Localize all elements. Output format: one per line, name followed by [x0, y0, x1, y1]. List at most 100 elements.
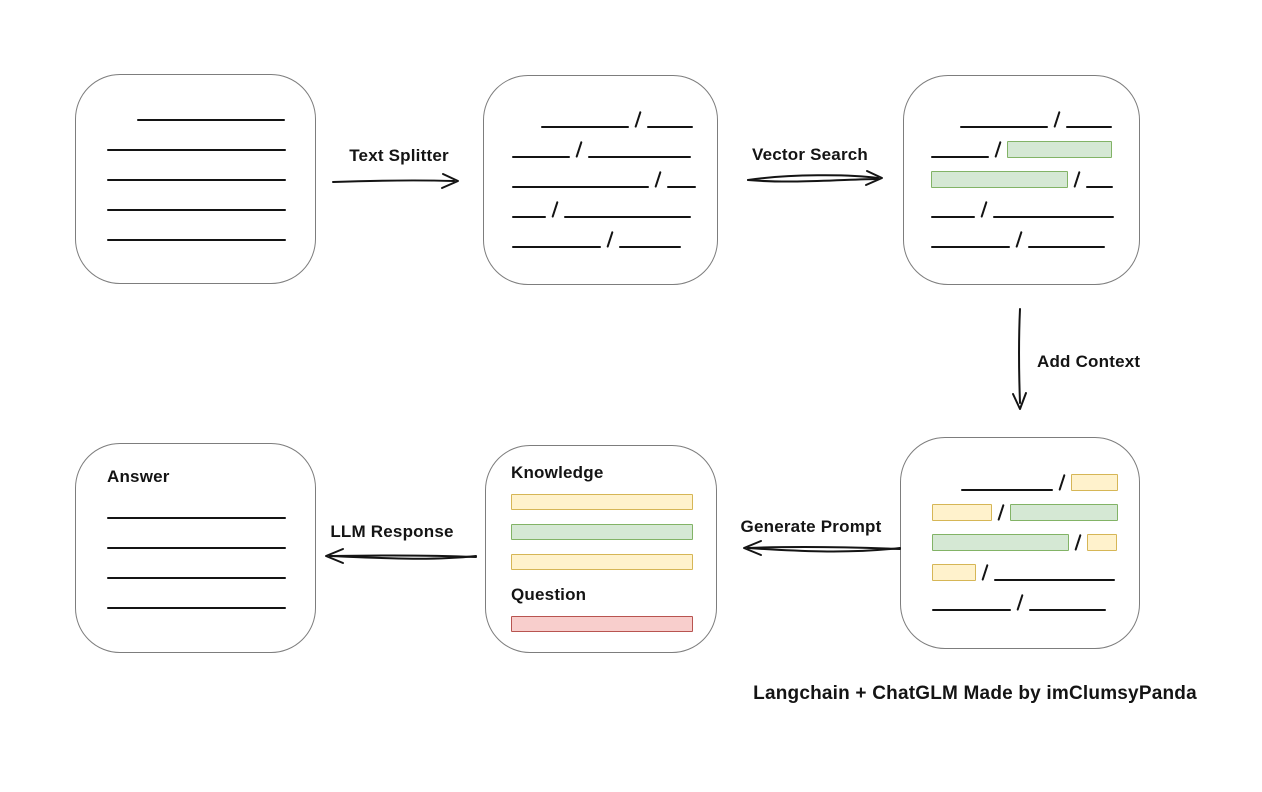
text-line	[619, 246, 682, 248]
doc-row	[107, 133, 315, 151]
slash-separator	[981, 564, 989, 581]
doc-row	[960, 110, 1139, 128]
question-bars	[511, 616, 716, 632]
slash-separator	[997, 504, 1005, 521]
red-bar	[511, 616, 693, 632]
doc-row	[932, 533, 1139, 551]
text-line	[931, 156, 989, 158]
knowledge-heading: Knowledge	[511, 463, 604, 482]
yellow-bar	[511, 554, 693, 570]
slash-separator	[1015, 231, 1023, 248]
green-highlight-chip	[931, 171, 1068, 188]
text-line	[107, 607, 286, 609]
question-heading: Question	[511, 585, 587, 604]
doc-row	[512, 200, 717, 218]
doc-row	[107, 531, 315, 549]
prompt-box: Knowledge Question	[485, 445, 717, 653]
doc-row	[932, 593, 1139, 611]
text-line	[961, 489, 1053, 491]
text-line	[932, 609, 1011, 611]
text-line	[993, 216, 1115, 218]
slash-separator	[575, 141, 583, 158]
split-text-box	[483, 75, 718, 285]
text-line	[512, 156, 570, 158]
text-line	[564, 216, 692, 218]
text-line	[994, 579, 1116, 581]
doc-row	[107, 561, 315, 579]
text-line	[107, 577, 286, 579]
green-highlight-chip	[1007, 141, 1113, 158]
doc-row	[107, 163, 315, 181]
text-line	[137, 119, 285, 121]
slash-separator	[551, 201, 559, 218]
generate-prompt-arrow-icon	[743, 540, 901, 556]
vector-search-label: Vector Search	[752, 145, 868, 164]
text-splitter-arrow-icon	[332, 173, 459, 189]
knowledge-bars	[511, 494, 716, 570]
yellow-highlight-chip	[1071, 474, 1119, 491]
slash-separator	[994, 141, 1002, 158]
text-splitter-label: Text Splitter	[349, 146, 449, 165]
doc-row	[931, 230, 1139, 248]
source-document-box	[75, 74, 316, 284]
text-line	[1066, 126, 1113, 128]
doc-row	[107, 193, 315, 211]
green-bar	[511, 524, 693, 540]
context-lines	[932, 473, 1139, 611]
text-line	[107, 209, 286, 211]
text-line	[588, 156, 692, 158]
context-chunks-box	[900, 437, 1140, 649]
text-line	[1028, 246, 1106, 248]
doc-row	[107, 591, 315, 609]
text-line	[107, 179, 286, 181]
answer-lines	[107, 501, 315, 609]
slash-separator	[1073, 171, 1081, 188]
text-line	[1086, 186, 1114, 188]
vector-result-lines	[931, 110, 1139, 248]
green-highlight-chip	[932, 534, 1069, 551]
answer-heading: Answer	[107, 467, 170, 486]
doc-row	[107, 223, 315, 241]
llm-response-label: LLM Response	[330, 522, 454, 541]
slash-separator	[606, 231, 614, 248]
doc-row	[931, 170, 1139, 188]
text-line	[107, 517, 286, 519]
generate-prompt-label: Generate Prompt	[740, 517, 882, 536]
slash-separator	[980, 201, 988, 218]
slash-separator	[1053, 111, 1061, 128]
doc-row	[107, 501, 315, 519]
split-text-lines	[512, 110, 717, 248]
credit-caption: Langchain + ChatGLM Made by imClumsyPand…	[753, 683, 1197, 704]
green-highlight-chip	[1010, 504, 1119, 521]
answer-box: Answer	[75, 443, 316, 653]
text-line	[931, 216, 975, 218]
vector-search-result-box	[903, 75, 1140, 285]
llm-response-arrow-icon	[325, 548, 477, 564]
text-line	[107, 149, 286, 151]
text-line	[107, 547, 286, 549]
slash-separator	[1016, 594, 1024, 611]
vector-search-arrow-icon	[747, 170, 883, 186]
doc-row	[541, 110, 717, 128]
add-context-arrow-icon	[1012, 308, 1027, 410]
yellow-highlight-chip	[932, 504, 992, 521]
add-context-label: Add Context	[1037, 352, 1141, 371]
slash-separator	[634, 111, 642, 128]
text-line	[512, 246, 601, 248]
doc-row	[512, 230, 717, 248]
slash-separator	[1058, 474, 1066, 491]
doc-row	[932, 503, 1139, 521]
text-line	[541, 126, 629, 128]
text-line	[1029, 609, 1107, 611]
text-line	[107, 239, 286, 241]
doc-row	[512, 170, 717, 188]
text-line	[512, 216, 546, 218]
yellow-highlight-chip	[932, 564, 976, 581]
text-line	[931, 246, 1010, 248]
doc-row	[932, 563, 1139, 581]
doc-row	[137, 103, 315, 121]
slash-separator	[654, 171, 662, 188]
text-line	[667, 186, 697, 188]
yellow-highlight-chip	[1087, 534, 1118, 551]
